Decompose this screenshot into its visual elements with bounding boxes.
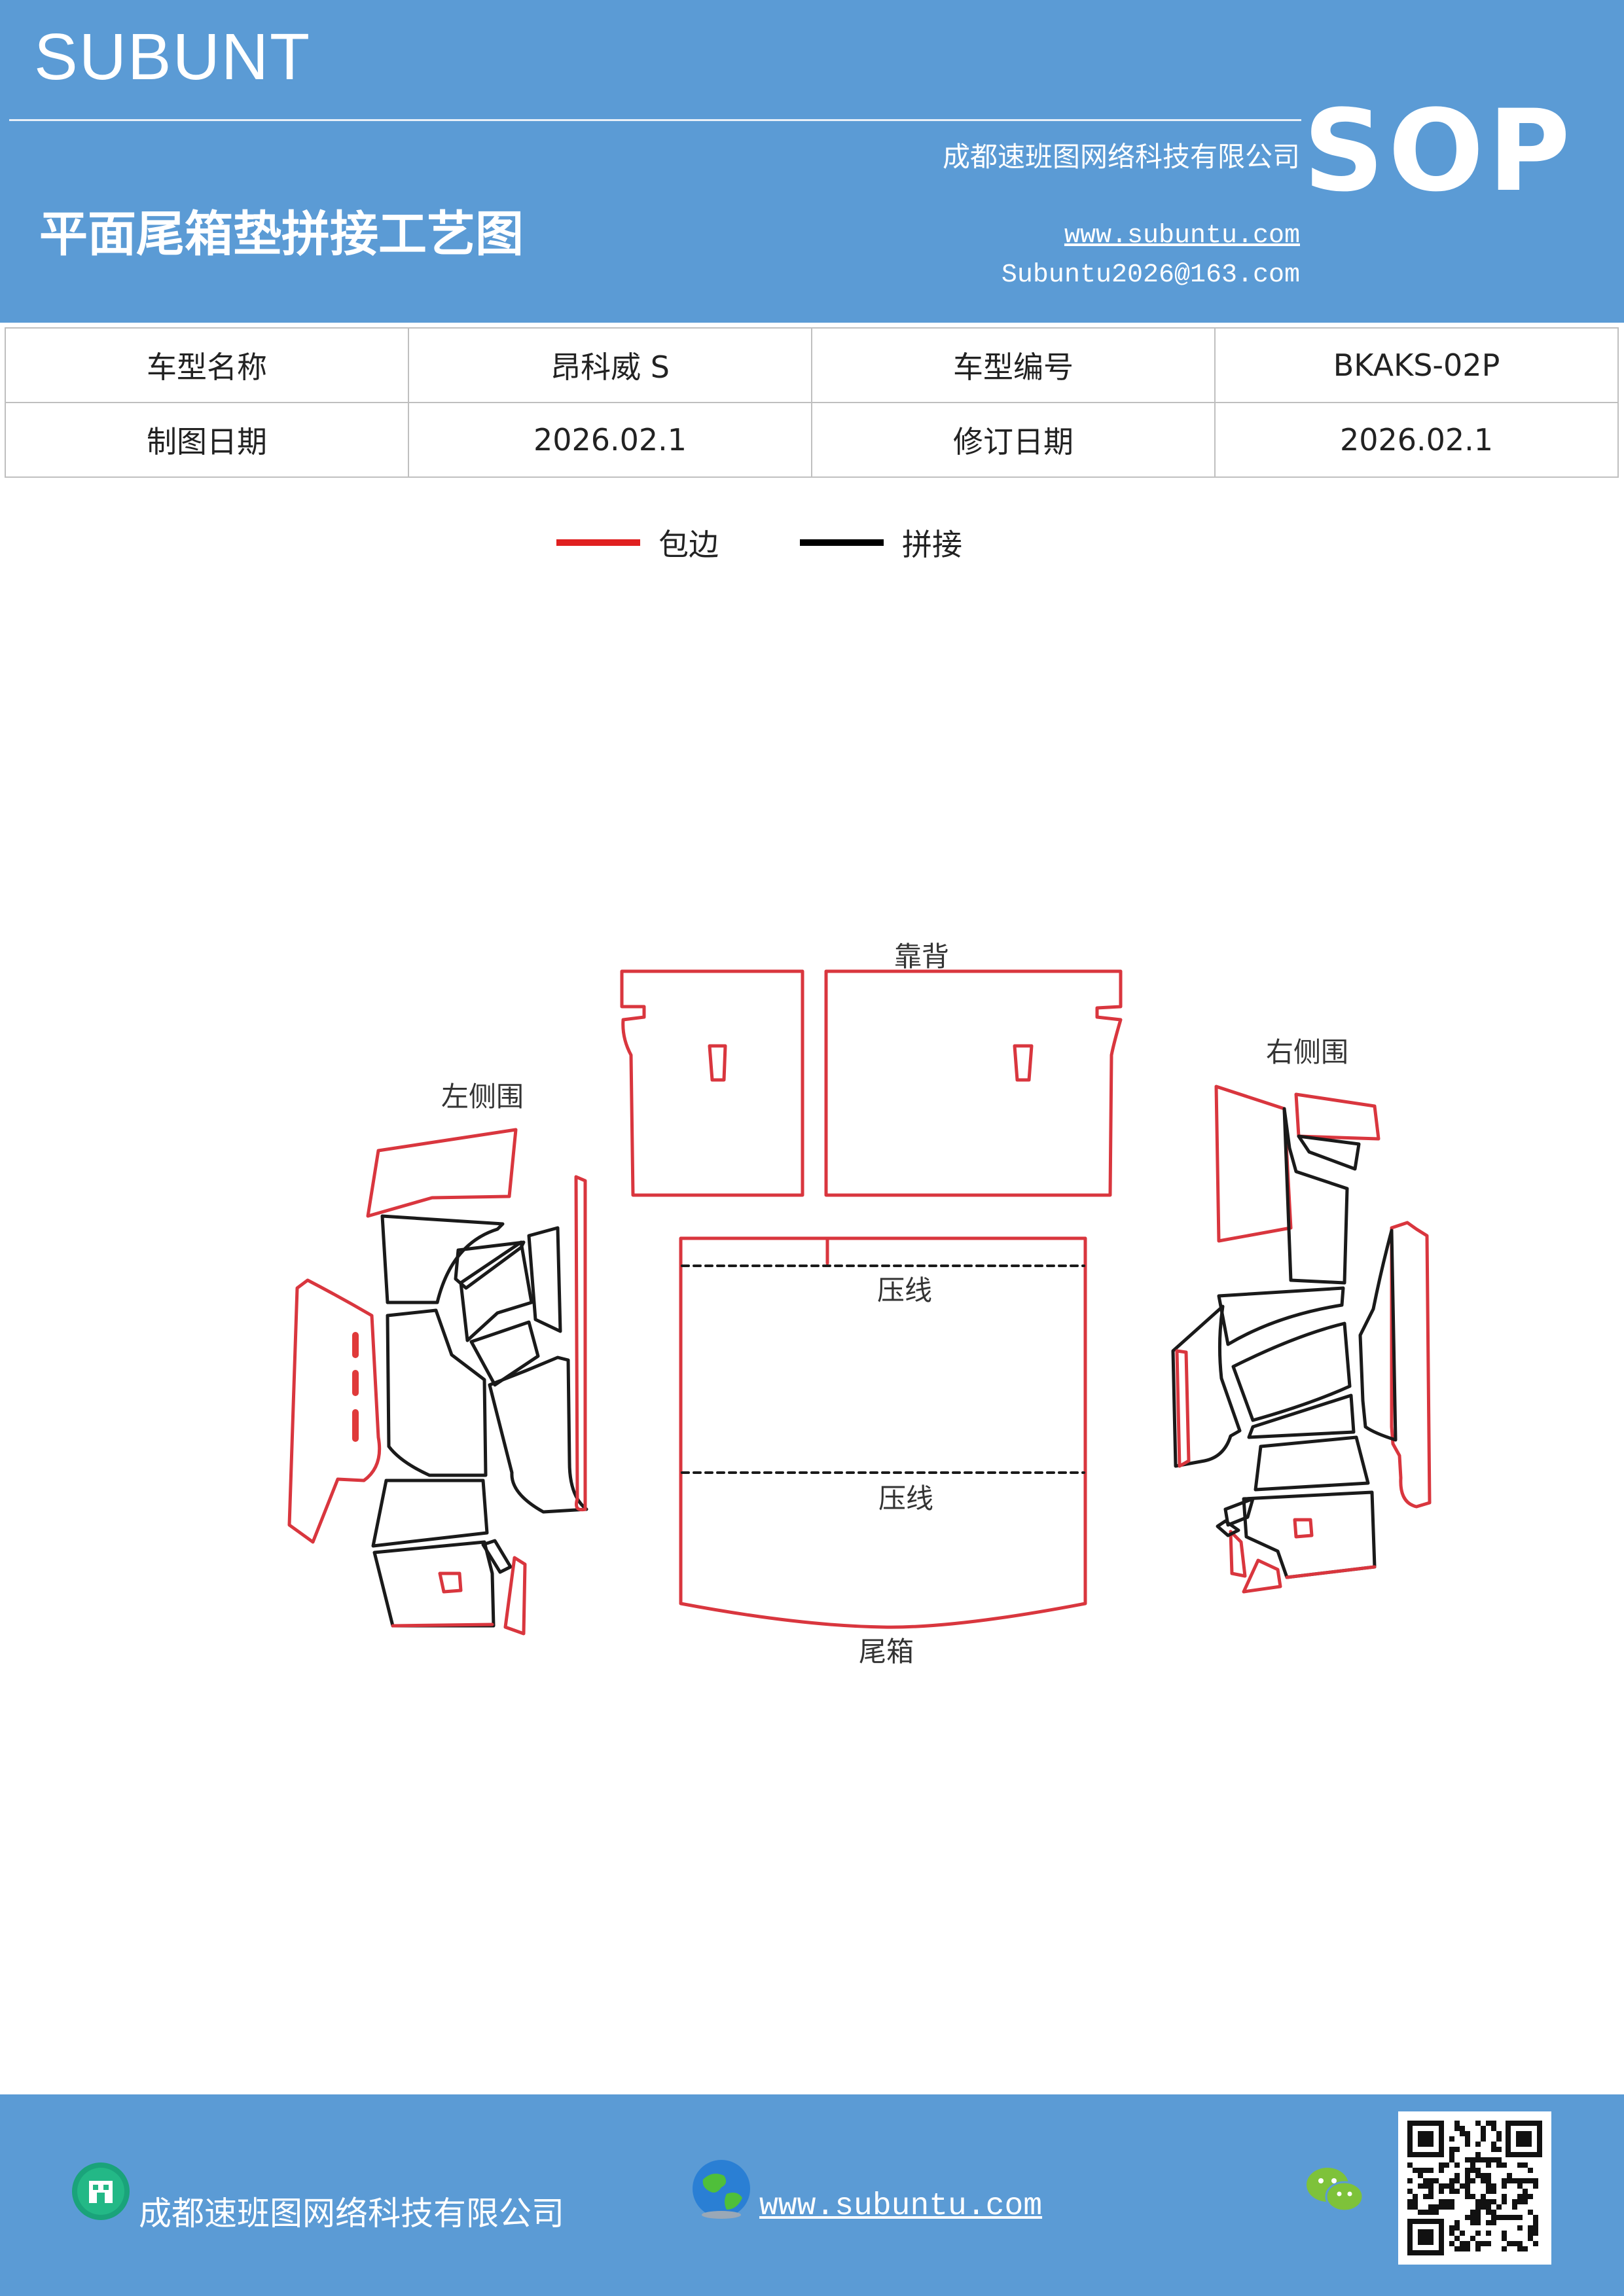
legend-label: 拼接	[902, 527, 962, 562]
right-side-small-edge-piece	[1229, 1530, 1247, 1578]
qr-code	[1398, 2111, 1551, 2265]
legend-label: 包边	[659, 527, 719, 562]
crease-label-upper: 压线	[877, 1274, 933, 1306]
right-side-edge-strip	[1175, 1349, 1191, 1468]
backrest-label: 靠背	[894, 941, 950, 973]
left-side-seam-piece	[459, 1240, 533, 1342]
left-side-seam-piece	[371, 1479, 489, 1548]
right-side-seam-piece	[1231, 1321, 1352, 1422]
revision-date-label: 修订日期	[811, 402, 1216, 478]
right-side-seam-piece	[1297, 1134, 1361, 1171]
right-side-hole	[1293, 1518, 1314, 1539]
vehicle-info-table: 车型名称 昂科威 S 车型编号 BKAKS-02P 制图日期 2026.02.1…	[5, 327, 1619, 478]
right-side-seam-piece	[1254, 1435, 1370, 1492]
drawing-date-label: 制图日期	[5, 402, 409, 478]
backrest-right-panel	[824, 969, 1123, 1197]
table-row: 制图日期 2026.02.1 修订日期 2026.02.1	[5, 402, 1619, 478]
building-icon	[72, 2162, 130, 2220]
right-side-large-edge-piece	[1390, 1221, 1432, 1509]
wechat-icon	[1307, 2168, 1364, 2212]
backrest-left-slot	[708, 1044, 727, 1082]
footer-website-link[interactable]: www.subuntu.com	[759, 2189, 1043, 2224]
table-row: 车型名称 昂科威 S 车型编号 BKAKS-02P	[5, 327, 1619, 403]
model-name-value: 昂科威 S	[408, 327, 812, 403]
left-side-seam-piece	[527, 1226, 562, 1333]
document-title: 平面尾箱垫拼接工艺图	[39, 206, 524, 262]
left-side-seam-piece	[380, 1214, 505, 1304]
footer-company-name: 成都速班图网络科技有限公司	[139, 2195, 564, 2233]
left-side-top-edge-piece	[366, 1128, 518, 1218]
trunk-label: 尾箱	[859, 1636, 914, 1668]
drawing-date-value: 2026.02.1	[408, 402, 812, 478]
backrest-right-slot	[1013, 1044, 1034, 1082]
trunk-panel	[679, 1236, 1087, 1629]
model-code-value: BKAKS-02P	[1214, 327, 1619, 403]
right-side-small-piece	[1223, 1497, 1255, 1527]
right-side-seam-piece	[1247, 1393, 1356, 1439]
left-side-label: 左侧围	[441, 1081, 524, 1113]
left-side-seam-piece	[488, 1355, 588, 1514]
right-side-seam-piece	[1217, 1286, 1345, 1346]
left-side-small-piece	[481, 1539, 513, 1574]
website-link[interactable]: www.subuntu.com	[1064, 221, 1300, 251]
left-side-seam-piece	[469, 1320, 540, 1387]
left-side-large-edge-piece	[287, 1278, 382, 1544]
left-side-seam-piece	[386, 1308, 488, 1477]
left-side-hole	[438, 1571, 463, 1594]
company-name: 成都速班图网络科技有限公司	[942, 141, 1300, 173]
right-side-small-seam	[1216, 1519, 1240, 1537]
sop-badge: SOP	[1303, 85, 1574, 217]
left-side-small-edge-piece	[503, 1556, 527, 1636]
globe-icon	[693, 2160, 750, 2219]
right-side-seam-piece	[1282, 1107, 1349, 1285]
right-side-label: 右侧围	[1266, 1036, 1349, 1068]
black-line-swatch	[800, 539, 884, 546]
right-side-bottom-edge-piece	[1242, 1558, 1282, 1594]
crease-label-lower: 压线	[878, 1482, 934, 1515]
red-line-swatch	[556, 539, 640, 546]
right-side-seam-piece	[1358, 1229, 1398, 1442]
header-divider	[9, 119, 1301, 121]
left-side-bottom-piece	[372, 1540, 496, 1628]
right-side-bottom-edge	[1285, 1565, 1377, 1579]
header-banner	[0, 0, 1624, 323]
model-name-label: 车型名称	[5, 327, 409, 403]
email-address: Subuntu2026@163.com	[1001, 260, 1300, 290]
left-side-edge-strip	[574, 1175, 587, 1512]
backrest-left-panel	[620, 969, 804, 1197]
left-side-bottom-edge	[391, 1623, 494, 1628]
right-side-top-small-edge	[1294, 1092, 1380, 1141]
model-code-label: 车型编号	[811, 327, 1216, 403]
left-side-seam-piece	[454, 1240, 526, 1290]
right-side-top-edge-piece	[1214, 1085, 1293, 1243]
brand-name: SUBUNT	[34, 20, 312, 94]
revision-date-value: 2026.02.1	[1214, 402, 1619, 478]
right-side-seam-piece	[1171, 1304, 1242, 1468]
